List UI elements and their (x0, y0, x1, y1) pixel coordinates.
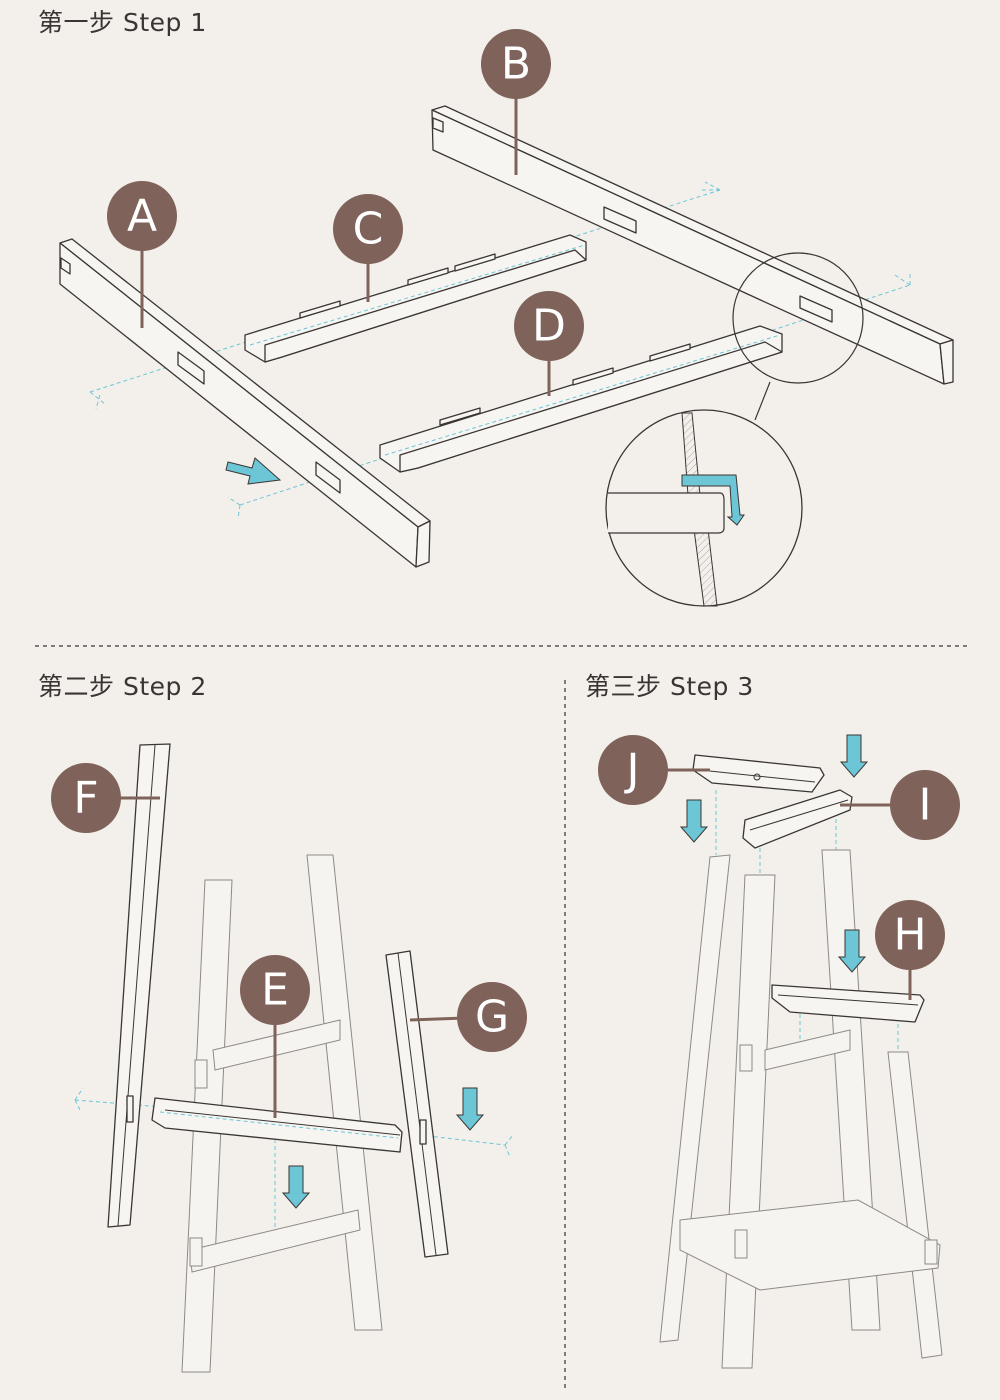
label-f: F (51, 763, 160, 833)
label-a: A (107, 181, 177, 328)
svg-text:H: H (893, 910, 926, 961)
svg-text:J: J (624, 745, 640, 796)
svg-text:F: F (73, 773, 98, 824)
step-3-title: 第三步 Step 3 (585, 672, 754, 701)
down-arrow (281, 1165, 311, 1209)
label-b: B (481, 29, 551, 175)
part-g-leg (385, 950, 449, 1258)
label-i: I (840, 770, 960, 840)
down-arrow (837, 929, 867, 973)
step-3-diagram: J I H (598, 734, 960, 1369)
step-1-title: 第一步 Step 1 (38, 8, 207, 37)
svg-text:D: D (532, 301, 566, 352)
down-arrow (455, 1087, 485, 1131)
part-j-bracket (692, 754, 825, 793)
part-h-bracket (771, 984, 925, 1023)
part-c-plank (244, 234, 587, 363)
svg-text:G: G (475, 992, 509, 1043)
down-arrow (679, 799, 709, 843)
step-1-diagram: A B C D (59, 29, 954, 607)
part-a-beam (59, 238, 431, 568)
label-j: J (598, 735, 710, 805)
svg-text:A: A (127, 191, 157, 242)
step-2-diagram: F E G (51, 743, 527, 1373)
label-c: C (333, 194, 403, 302)
part-f-leg (107, 743, 171, 1228)
part-e-crossbar (151, 1097, 403, 1153)
down-arrow (839, 734, 869, 778)
label-h: H (875, 900, 945, 1000)
svg-text:B: B (501, 39, 531, 90)
move-arrow (225, 457, 282, 485)
label-g: G (409, 982, 527, 1052)
part-b-beam (431, 105, 954, 385)
svg-text:I: I (919, 780, 932, 831)
detail-view (605, 409, 803, 607)
svg-text:E: E (261, 965, 289, 1016)
step-2-title: 第二步 Step 2 (38, 672, 207, 701)
part-d-plank (379, 325, 783, 473)
stand-frame (659, 849, 943, 1369)
part-i-bracket (742, 789, 853, 849)
label-d: D (514, 291, 584, 396)
detail-focus-circle (732, 252, 864, 384)
svg-text:C: C (353, 204, 384, 255)
label-e: E (240, 955, 310, 1118)
